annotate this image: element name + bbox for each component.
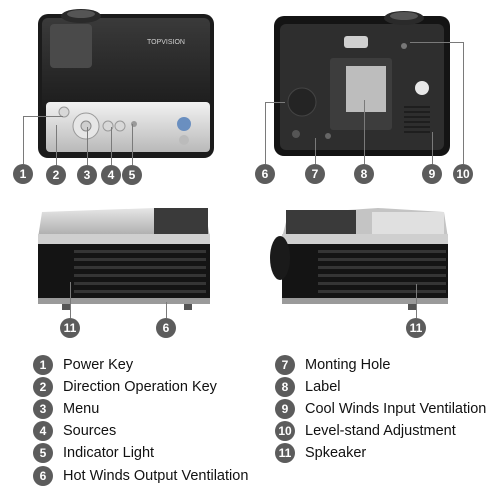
legend-label: Cool Winds Input Ventilation: [305, 401, 487, 417]
leader-line-1h: [23, 116, 63, 117]
legend-number: 9: [275, 399, 295, 419]
legend-label: Direction Operation Key: [63, 379, 217, 395]
legend-item-hot-winds-vent: 6 Hot Winds Output Ventilation: [33, 466, 248, 486]
projector-top-view: TOPVISION: [38, 9, 214, 158]
legend-number: 2: [33, 377, 53, 397]
leader-line-10-h: [410, 42, 463, 43]
leader-line-6a-h: [265, 102, 285, 103]
callout-7: 7: [305, 164, 325, 184]
legend-label: Menu: [63, 401, 100, 417]
legend-number: 6: [33, 466, 53, 486]
legend-label: Indicator Light: [63, 445, 155, 461]
legend-label: Power Key: [63, 357, 134, 373]
legend-item-direction-key: 2 Direction Operation Key: [33, 377, 217, 397]
legend-label: Level-stand Adjustment: [305, 423, 456, 439]
legend-number: 7: [275, 355, 295, 375]
callout-6-top: 6: [255, 164, 275, 184]
legend-number: 11: [275, 443, 295, 463]
leader-line-6b: [166, 302, 167, 318]
legend-item-menu: 3 Menu: [33, 399, 99, 419]
legend-label: Hot Winds Output Ventilation: [63, 468, 249, 484]
legend-label: Monting Hole: [305, 357, 391, 373]
legend-number: 5: [33, 443, 53, 463]
callout-3: 3: [77, 165, 97, 185]
leader-line-3: [87, 127, 88, 165]
leader-line-10: [463, 42, 464, 164]
legend-item-cool-winds-vent: 9 Cool Winds Input Ventilation: [275, 399, 486, 419]
legend-label: Label: [305, 379, 341, 395]
legend-item-power-key: 1 Power Key: [33, 355, 133, 375]
leader-line-4: [111, 127, 112, 165]
callout-11-right: 11: [406, 318, 426, 338]
leader-line-7: [315, 138, 316, 164]
projector-bottom-view: [274, 11, 450, 156]
legend-number: 4: [33, 421, 53, 441]
leader-line-5: [132, 124, 133, 165]
leader-line-1: [23, 116, 24, 164]
legend-number: 3: [33, 399, 53, 419]
legend-item-label: 8 Label: [275, 377, 340, 397]
legend-number: 1: [33, 355, 53, 375]
legend-label: Spkeaker: [305, 445, 367, 461]
leader-line-11a: [70, 282, 71, 318]
leader-line-9: [432, 132, 433, 164]
brand-logo-text: TOPVISION: [147, 39, 185, 46]
legend-item-sources: 4 Sources: [33, 421, 116, 441]
callout-6-bottom: 6: [156, 318, 176, 338]
leader-line-6a: [265, 102, 266, 164]
callout-4: 4: [101, 165, 121, 185]
leader-line-2: [56, 125, 57, 165]
callout-9: 9: [422, 164, 442, 184]
legend-item-speaker: 11 Spkeaker: [275, 443, 366, 463]
callout-5: 5: [122, 165, 142, 185]
projector-side-view-right: [270, 208, 448, 310]
callout-11-left: 11: [60, 318, 80, 338]
projector-side-view-left: [38, 208, 210, 310]
leader-line-8: [364, 100, 365, 164]
callout-10: 10: [453, 164, 473, 184]
legend-item-mounting-hole: 7 Monting Hole: [275, 355, 390, 375]
callout-1: 1: [13, 164, 33, 184]
callout-2: 2: [46, 165, 66, 185]
leader-line-11b: [416, 284, 417, 318]
legend-number: 8: [275, 377, 295, 397]
legend-item-indicator-light: 5 Indicator Light: [33, 443, 154, 463]
callout-8: 8: [354, 164, 374, 184]
legend-item-level-stand: 10 Level-stand Adjustment: [275, 421, 456, 441]
legend-number: 10: [275, 421, 295, 441]
legend-label: Sources: [63, 423, 117, 439]
